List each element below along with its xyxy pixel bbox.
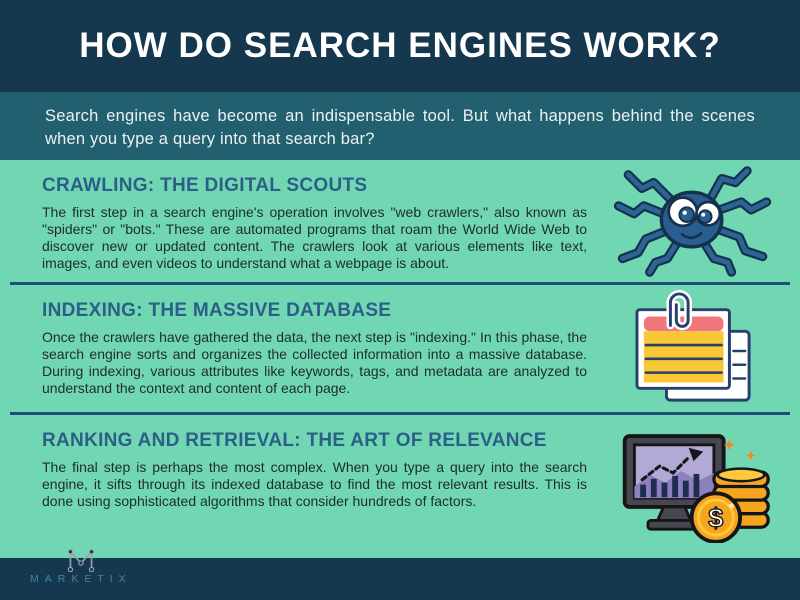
footer-band: MARKETIX bbox=[0, 549, 800, 600]
notes-icon-svg bbox=[635, 289, 751, 402]
section-ranking-body: The final step is perhaps the most compl… bbox=[42, 459, 587, 510]
section-indexing: INDEXING: THE MASSIVE DATABASE Once the … bbox=[0, 285, 800, 412]
section-crawling-text: CRAWLING: THE DIGITAL SCOUTS The first s… bbox=[0, 160, 602, 282]
brand-block: MARKETIX bbox=[30, 546, 132, 585]
intro-text: Search engines have become an indispensa… bbox=[45, 107, 755, 149]
section-divider-1 bbox=[10, 282, 790, 285]
spider-icon bbox=[602, 160, 800, 282]
page-title: HOW DO SEARCH ENGINES WORK? bbox=[79, 26, 721, 65]
analytics-icon-svg: $ bbox=[622, 433, 770, 543]
section-divider-2 bbox=[10, 412, 790, 415]
svg-text:$: $ bbox=[708, 502, 723, 533]
section-indexing-body: Once the crawlers have gathered the data… bbox=[42, 329, 587, 397]
header-band: HOW DO SEARCH ENGINES WORK? bbox=[0, 0, 800, 92]
section-ranking-text: RANKING AND RETRIEVAL: THE ART OF RELEVA… bbox=[0, 415, 602, 558]
section-ranking: RANKING AND RETRIEVAL: THE ART OF RELEVA… bbox=[0, 415, 800, 558]
main-content: CRAWLING: THE DIGITAL SCOUTS The first s… bbox=[0, 160, 800, 558]
section-indexing-text: INDEXING: THE MASSIVE DATABASE Once the … bbox=[0, 285, 602, 412]
brand-name: MARKETIX bbox=[30, 573, 132, 585]
marketix-m-logo bbox=[67, 549, 95, 572]
section-ranking-heading: RANKING AND RETRIEVAL: THE ART OF RELEVA… bbox=[42, 430, 547, 451]
spider-icon-svg bbox=[613, 166, 772, 277]
section-crawling-heading: CRAWLING: THE DIGITAL SCOUTS bbox=[42, 175, 368, 196]
section-indexing-heading: INDEXING: THE MASSIVE DATABASE bbox=[42, 300, 392, 321]
section-crawling-body: The first step in a search engine's oper… bbox=[42, 204, 587, 272]
section-crawling: CRAWLING: THE DIGITAL SCOUTS The first s… bbox=[0, 160, 800, 282]
analytics-monitor-coins-icon: $ bbox=[602, 415, 800, 558]
notes-paperclip-icon bbox=[602, 285, 800, 412]
intro-band: Search engines have become an indispensa… bbox=[0, 92, 800, 160]
